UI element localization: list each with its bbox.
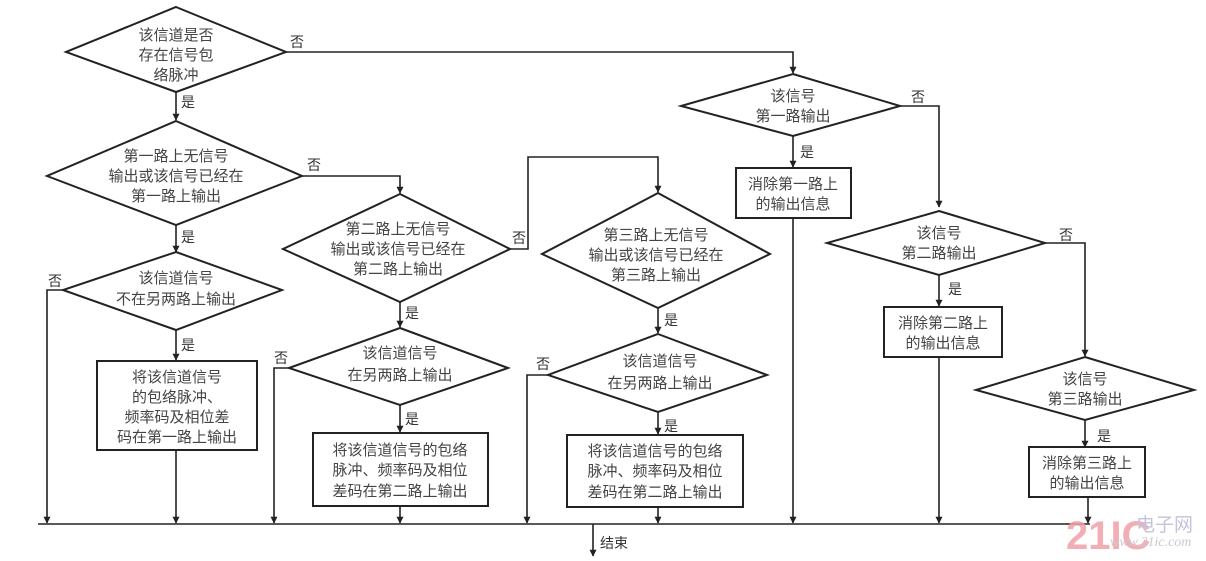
- edge-d2-d4: [302, 175, 404, 194]
- node-text-line: 输出或该信号已经在: [588, 246, 723, 264]
- end-label: 结束: [600, 536, 628, 552]
- node-text-line: 脉冲、频率码及相位: [587, 462, 722, 480]
- edge-d1-d8: [286, 51, 797, 74]
- node-text-line: 该信道信号: [622, 352, 697, 370]
- node-text-line: 消除第一路上: [748, 175, 838, 193]
- process-output-path2: 将该信道信号的包络 脉冲、频率码及相位 差码在第二路上输出: [312, 432, 489, 507]
- label-yes-d7: 是: [664, 419, 678, 435]
- node-text-line: 在另两路上输出: [607, 374, 712, 392]
- label-no-d8: 否: [911, 90, 925, 106]
- connectors: [38, 51, 1092, 557]
- decision-signal-on-path3: 该信号 第三路输出: [972, 355, 1198, 422]
- node-text-line: 码在第一路上输出: [117, 428, 237, 446]
- node-text-line: 差码在第二路上输出: [587, 483, 722, 501]
- node-text-line: 消除第二路上: [898, 314, 988, 332]
- node-text-line: 该信道信号: [138, 269, 213, 287]
- node-text-line: 将该信道信号的包络: [587, 442, 722, 460]
- label-yes-d5: 是: [405, 412, 419, 428]
- node-text-line: 第三路上无信号: [603, 226, 708, 244]
- node-text-line: 第二路上无信号: [345, 220, 450, 238]
- watermark-url: www.21ic.com: [1110, 535, 1191, 550]
- label-no-d4: 否: [512, 231, 526, 247]
- node-text-line: 第一路上输出: [131, 187, 221, 205]
- node-text-line: 第三路上输出: [611, 266, 701, 284]
- node-text-line: 的输出信息: [1049, 474, 1124, 492]
- node-text-line: 不在另两路上输出: [116, 290, 236, 308]
- node-text-line: 输出或该信号已经在: [108, 167, 243, 185]
- node-text-line: 差码在第二路上输出: [332, 482, 467, 500]
- edge-d8-d9: [900, 105, 943, 208]
- label-yes-d10: 是: [1097, 429, 1111, 445]
- decision-signal-on-path2: 该信号 第二路输出: [823, 209, 1049, 277]
- node-text-line: 存在信号包: [138, 46, 213, 64]
- edge-d7-end: [523, 374, 548, 524]
- node-text-line: 该信道是否: [138, 26, 213, 44]
- watermark-logo: 21IC: [1066, 514, 1151, 558]
- edge-d3-end: [43, 289, 63, 524]
- node-text-line: 频率码及相位差: [124, 408, 229, 426]
- process-output-path3: 将该信道信号的包络 脉冲、频率码及相位 差码在第二路上输出: [566, 434, 744, 508]
- label-yes-d2: 是: [181, 230, 195, 246]
- label-yes-d1: 是: [181, 95, 195, 111]
- decision-on-other-paths-3: 该信道信号 在另两路上输出: [545, 332, 770, 414]
- label-yes-d3: 是: [181, 338, 195, 354]
- watermark: 21IC 电子网 www.21ic.com: [1066, 514, 1193, 558]
- process-output-path1: 将该信道信号 的包络脉冲、 频率码及相位差 码在第一路上输出: [96, 360, 258, 451]
- node-text-line: 输出或该信号已经在: [330, 240, 465, 258]
- edge-d4-d6: [510, 156, 662, 250]
- node-text-line: 消除第三路上: [1042, 454, 1132, 472]
- process-clear-path1: 消除第一路上 的输出信息: [735, 167, 852, 219]
- node-text-line: 的输出信息: [905, 334, 980, 352]
- label-no-d1: 否: [290, 35, 304, 51]
- node-text-line: 将该信道信号的包络: [332, 441, 467, 459]
- node-text-line: 该信号: [1062, 370, 1107, 388]
- edge-d9-d10: [1045, 242, 1089, 357]
- label-no-d2: 否: [307, 158, 321, 174]
- label-no-d5: 否: [274, 351, 288, 367]
- node-text-line: 将该信道信号: [132, 368, 222, 386]
- label-yes-d8: 是: [800, 145, 814, 161]
- node-text-line: 第二路上输出: [353, 260, 443, 278]
- edge-d5-end: [270, 367, 289, 524]
- watermark-site-name: 电子网: [1136, 514, 1193, 536]
- label-no-d7: 否: [536, 357, 550, 373]
- node-text-line: 该信号: [770, 87, 815, 105]
- process-clear-path2: 消除第二路上 的输出信息: [883, 306, 1003, 358]
- decision-path2-available: 第二路上无信号 输出或该信号已经在 第二路上输出: [280, 192, 513, 304]
- node-text-line: 第二路输出: [901, 244, 976, 262]
- decision-channel-has-pulse: 该信道是否 存在信号包 络脉冲: [63, 5, 289, 94]
- node-text-line: 该信号: [916, 224, 961, 242]
- node-text-line: 脉冲、频率码及相位: [332, 461, 467, 479]
- label-yes-d4: 是: [405, 306, 419, 322]
- label-yes-d6: 是: [664, 313, 678, 329]
- node-text-line: 第一路上无信号: [123, 147, 228, 165]
- node-text-line: 第一路输出: [755, 107, 830, 125]
- label-yes-d9: 是: [948, 282, 962, 298]
- label-no-d9: 否: [1059, 228, 1073, 244]
- node-text-line: 该信道信号: [362, 344, 437, 362]
- decision-on-other-paths-2: 该信道信号 在另两路上输出: [285, 326, 511, 407]
- decision-not-on-other-paths: 该信道信号 不在另两路上输出: [59, 250, 285, 332]
- node-text-line: 的输出信息: [755, 195, 830, 213]
- edge-labels: 是 否 是 否 是 否 是 否 是 否 是 是 否 是 否 是 否 是 结束: [48, 35, 1111, 552]
- decision-signal-on-path1: 该信号 第一路输出: [677, 72, 904, 138]
- node-text-line: 第三路输出: [1047, 390, 1122, 408]
- node-text-line: 络脉冲: [153, 66, 198, 84]
- node-text-line: 在另两路上输出: [347, 366, 452, 384]
- node-text-line: 的包络脉冲、: [132, 388, 222, 406]
- process-clear-path3: 消除第三路上 的输出信息: [1028, 446, 1146, 498]
- decision-path3-available: 第三路上无信号 输出或该信号已经在 第三路上输出: [539, 191, 773, 310]
- decision-path1-available: 第一路上无信号 输出或该信号已经在 第一路上输出: [44, 119, 305, 227]
- label-no-d3: 否: [48, 274, 62, 290]
